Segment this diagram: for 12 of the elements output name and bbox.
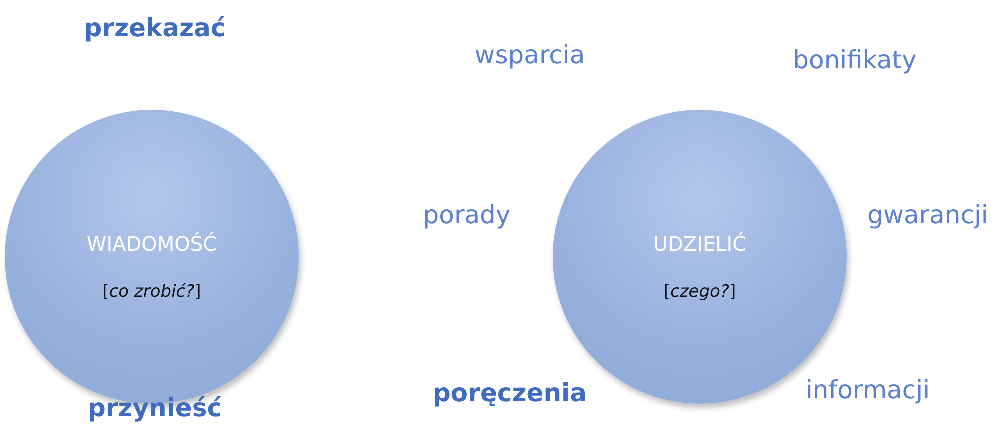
word-label: przynieść [88,394,222,422]
word-label: gwarancji [868,200,988,230]
word-label: przekazać [84,14,226,42]
circle-title: UDZIELIĆ [652,232,748,256]
circle-subtitle: [czego?] [662,282,738,302]
word-label: informacji [806,376,930,404]
circle-title: WIADOMOŚĆ [86,232,218,256]
word-label: porady [423,200,511,230]
word-label: wsparcia [474,40,586,70]
word-label: poręczenia [433,378,587,408]
word-label: bonifikaty [793,46,917,74]
circle-subtitle: [co zrobić?] [102,282,202,302]
